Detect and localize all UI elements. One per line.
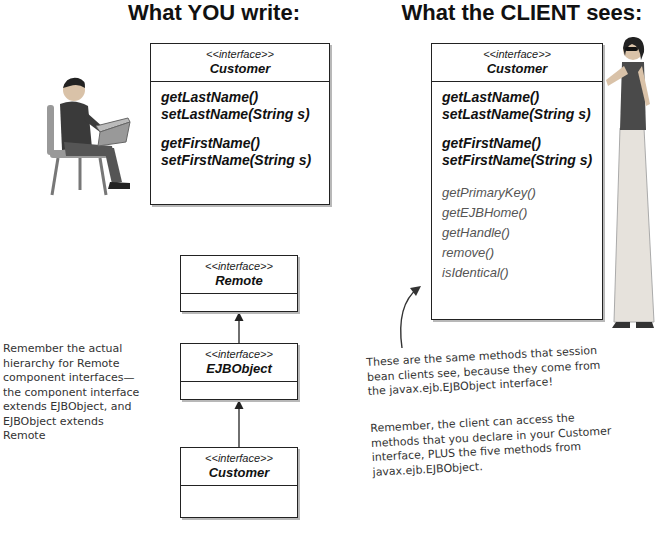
sunglasses — [625, 47, 638, 51]
interface-box: <<interface>>Remote — [180, 255, 298, 312]
box-body — [181, 486, 297, 517]
box-body — [181, 382, 297, 399]
method-name: getHandle() — [442, 223, 592, 243]
method-name: getFirstName() — [442, 135, 592, 152]
interface-box: <<interface>>Customer — [180, 447, 298, 518]
interface-name: Customer — [159, 61, 321, 77]
handwritten-note: Remember, the client can access the meth… — [370, 409, 621, 480]
foot — [636, 322, 654, 328]
box-body — [181, 294, 297, 311]
method-name: remove() — [442, 243, 592, 263]
interface-name: Remote — [189, 273, 289, 289]
interface-name: Customer — [440, 61, 594, 77]
stereotype: <<interface>> — [159, 47, 321, 61]
box-header: <<interface>>Remote — [181, 256, 297, 294]
pointer-head — [410, 286, 421, 296]
stereotype: <<interface>> — [189, 347, 289, 361]
interface-box: <<interface>>CustomergetLastName()setLas… — [150, 43, 330, 205]
shin — [104, 148, 122, 184]
stereotype: <<interface>> — [189, 259, 289, 273]
stereotype: <<interface>> — [189, 451, 289, 465]
box-header: <<interface>>Customer — [151, 44, 329, 82]
method-name: setLastName(String s) — [161, 106, 319, 123]
hair — [623, 37, 644, 60]
foot — [612, 322, 630, 328]
interface-name: EJBObject — [189, 361, 289, 377]
pointer-arrow — [401, 286, 421, 348]
box-body: getLastName()setLastName(String s) getFir… — [432, 82, 602, 319]
laptop-screen — [98, 122, 130, 146]
handwritten-note: Remember the actual hierarchy for Remote… — [3, 342, 145, 444]
method-name: setLastName(String s) — [442, 106, 592, 123]
pointer-line — [401, 288, 418, 348]
panel-heading: What YOU write: — [104, 0, 324, 26]
panel-heading: What the CLIENT sees: — [386, 0, 658, 26]
box-header: <<interface>>Customer — [181, 448, 297, 486]
chair-leg — [52, 158, 58, 195]
arrowhead — [235, 312, 244, 321]
method-name: isIdentical() — [442, 263, 592, 283]
pointing-arm — [606, 66, 628, 86]
method-name: setFirstName(String s) — [442, 152, 592, 169]
chair-back — [47, 105, 54, 155]
shoe — [108, 182, 130, 189]
seated-man-figure — [47, 78, 130, 195]
box-header: <<interface>>EJBObject — [181, 344, 297, 382]
inheritance-arrow — [235, 400, 244, 447]
handwritten-note: These are the same methods that session … — [366, 343, 620, 400]
chair-leg — [100, 158, 106, 195]
skirt — [614, 128, 654, 322]
inheritance-arrow — [235, 312, 244, 343]
hair — [63, 78, 85, 88]
standing-woman-figure — [606, 37, 654, 328]
box-header: <<interface>>Customer — [432, 44, 602, 82]
interface-name: Customer — [189, 465, 289, 481]
interface-box: <<interface>>CustomergetLastName()setLas… — [431, 43, 603, 320]
interface-box: <<interface>>EJBObject — [180, 343, 298, 400]
box-body: getLastName()setLastName(String s) getFir… — [151, 82, 329, 204]
arrowhead — [235, 400, 244, 409]
method-name: getPrimaryKey() — [442, 183, 592, 203]
arm — [638, 66, 650, 106]
chair-leg — [79, 158, 82, 190]
stereotype: <<interface>> — [440, 47, 594, 61]
method-name: getLastName() — [161, 89, 319, 106]
method-name: getEJBHome() — [442, 203, 592, 223]
method-name: getLastName() — [442, 89, 592, 106]
method-name: getFirstName() — [161, 135, 319, 152]
method-name: setFirstName(String s) — [161, 152, 319, 169]
